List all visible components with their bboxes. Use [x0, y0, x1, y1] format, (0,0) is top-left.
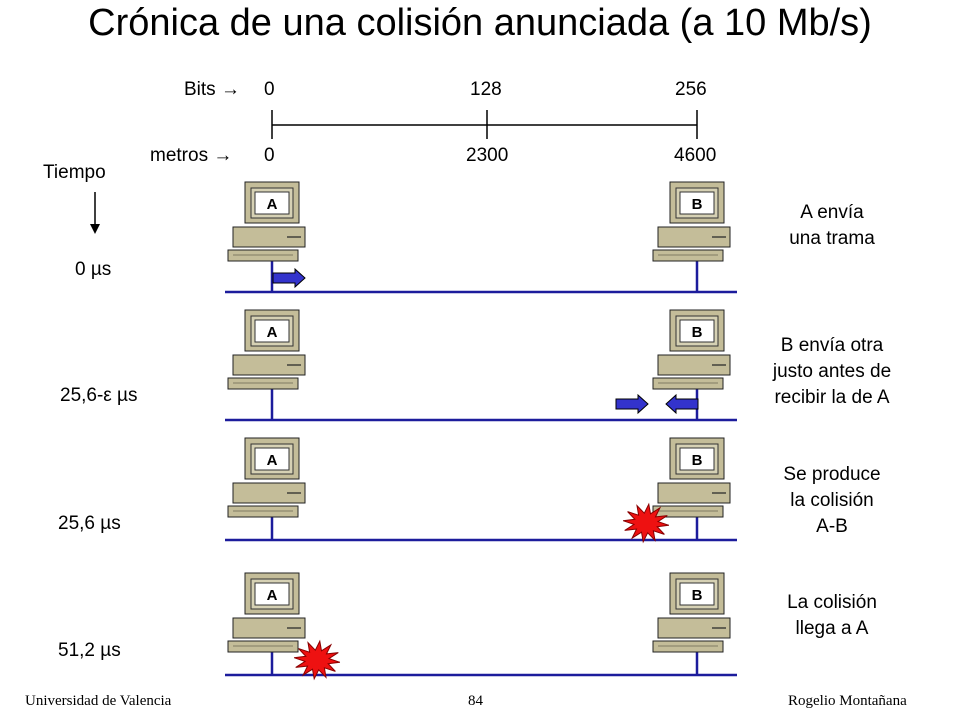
collision-burst-icon — [622, 502, 670, 544]
meters-tick-2300: 2300 — [466, 145, 509, 166]
computer-b-icon — [652, 309, 731, 390]
time-label-row-4: 51,2 µs — [58, 640, 121, 661]
computer-b-icon — [652, 437, 731, 518]
time-arrow — [90, 192, 100, 234]
bits-label: Bits → — [184, 79, 240, 100]
station-a-label: A — [267, 587, 278, 604]
scale-ruler — [271, 110, 698, 139]
footer-university: Universidad de Valencia — [25, 693, 172, 709]
time-label-row-1: 0 µs — [75, 259, 112, 280]
computer-b-icon — [652, 181, 731, 262]
time-label-row-2: 25,6-ε µs — [60, 385, 138, 406]
station-b-label: B — [692, 587, 703, 604]
computer-a-icon — [227, 309, 306, 390]
frame-a-arrow-icon — [272, 267, 306, 289]
computer-b-icon — [652, 572, 731, 653]
bits-tick-128: 128 — [470, 79, 502, 100]
meters-tick-4600: 4600 — [674, 145, 717, 166]
station-b-label: B — [692, 452, 703, 469]
collision-burst-icon — [293, 639, 341, 681]
footer-author: Rogelio Montañana — [788, 693, 907, 709]
station-a-label: A — [267, 196, 278, 213]
bits-tick-256: 256 — [675, 79, 707, 100]
station-a-label: A — [267, 452, 278, 469]
computer-a-icon — [227, 437, 306, 518]
description-row-2: B envía otra justo antes de recibir la d… — [772, 335, 892, 408]
time-label-row-3: 25,6 µs — [58, 513, 121, 534]
frame-b-arrow-icon — [665, 393, 699, 415]
station-b-label: B — [692, 324, 703, 341]
computer-a-icon — [227, 181, 306, 262]
footer-page-number: 84 — [468, 693, 483, 709]
meters-label: metros → — [150, 145, 233, 166]
description-row-4: La colisión llega a A — [787, 592, 877, 639]
station-b-label: B — [692, 196, 703, 213]
meters-tick-0: 0 — [264, 145, 275, 166]
station-a-label: A — [267, 324, 278, 341]
slide-title: Crónica de una colisión anunciada (a 10 … — [88, 2, 872, 44]
computer-a-icon — [227, 572, 306, 653]
description-row-1: A envía una trama — [789, 202, 875, 249]
time-axis-label: Tiempo — [43, 162, 106, 183]
description-row-3: Se produce la colisión A-B — [783, 464, 881, 537]
bits-tick-0: 0 — [264, 79, 275, 100]
frame-a-arrow-icon — [615, 393, 649, 415]
